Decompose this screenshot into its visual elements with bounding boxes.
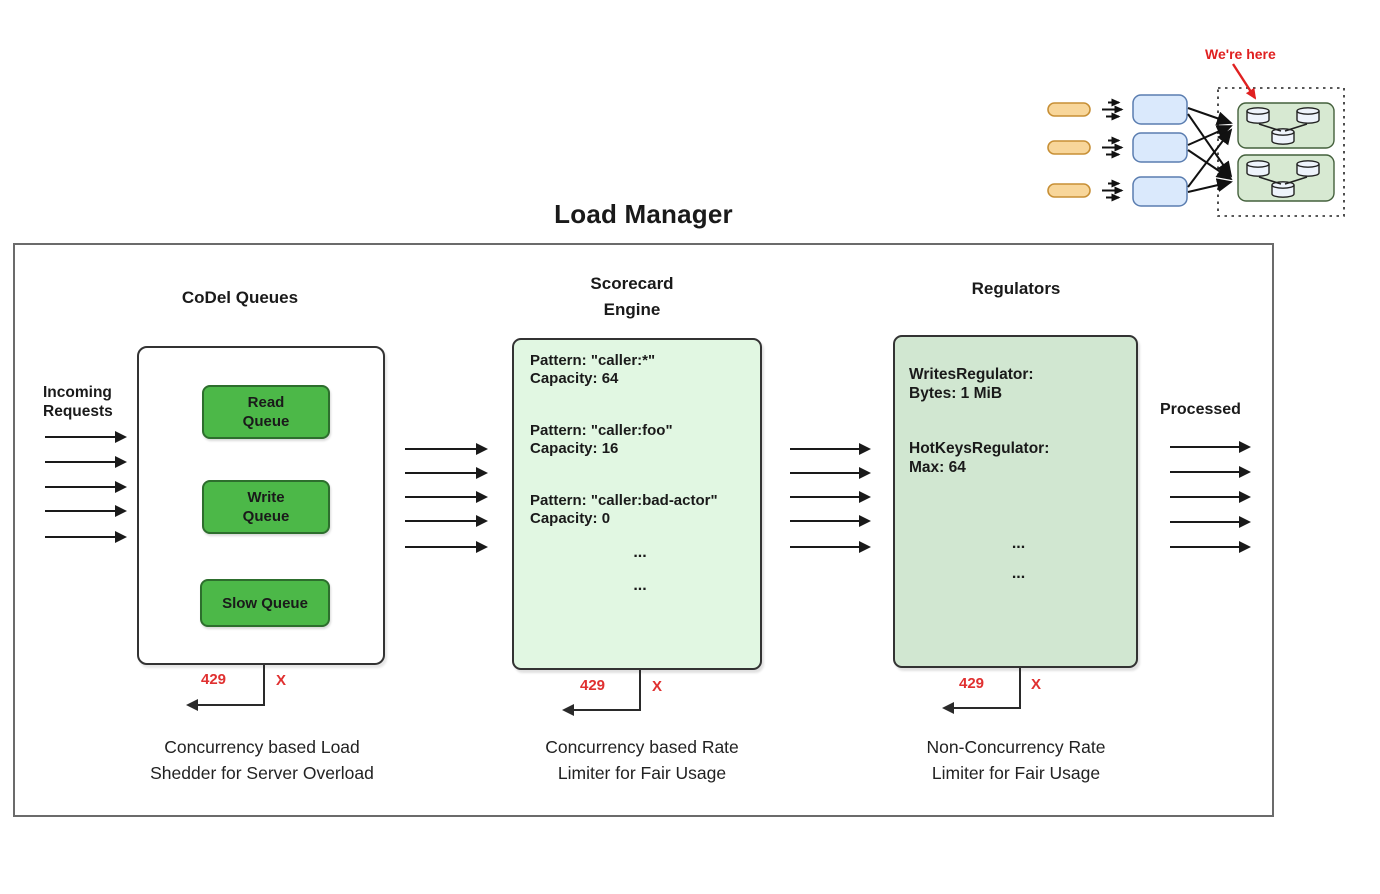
incoming-arrow xyxy=(45,481,127,493)
storage-node-box xyxy=(1237,154,1335,202)
scorecard-capacity: Capacity: 16 xyxy=(530,440,619,457)
reject-429-label: 429 xyxy=(959,675,985,692)
scorecard-capacity: Capacity: 64 xyxy=(530,370,619,387)
storage-node-box xyxy=(1237,102,1335,149)
regulator-entry: HotKeysRegulator: Max: 64 xyxy=(909,439,1128,477)
reject-line xyxy=(639,670,641,711)
slow-queue-box: Slow Queue xyxy=(200,579,330,627)
regulator-value: Bytes: 1 MiB xyxy=(909,385,1003,402)
scorecard-entry: Pattern: "caller:*" Capacity: 64 xyxy=(530,352,750,388)
regulators-header: Regulators xyxy=(971,279,1061,298)
scorecard-engine-box: Pattern: "caller:*" Capacity: 64 Pattern… xyxy=(512,338,762,670)
reject-arrow xyxy=(186,699,265,711)
regulator-name: WritesRegulator: xyxy=(909,366,1034,383)
flow-arrow xyxy=(790,491,871,503)
flow-arrow xyxy=(790,467,871,479)
db-cylinder-icon xyxy=(1296,107,1320,124)
flow-arrow xyxy=(405,515,488,527)
scorecard-engine-header: Scorecard Engine xyxy=(590,274,674,319)
scorecard-pattern: Pattern: "caller:*" xyxy=(530,352,656,369)
db-cylinder-icon xyxy=(1246,107,1270,124)
read-queue-box: Read Queue xyxy=(202,385,330,439)
reject-429-label: 429 xyxy=(201,671,227,688)
server-box xyxy=(1132,94,1188,207)
incoming-arrow xyxy=(45,531,127,543)
regulator-entry: WritesRegulator: Bytes: 1 MiB xyxy=(909,365,1128,403)
ellipsis: ... xyxy=(633,577,647,594)
reject-429-label: 429 xyxy=(580,677,606,694)
db-cylinder-icon xyxy=(1246,160,1270,177)
scorecard-pattern: Pattern: "caller:foo" xyxy=(530,422,673,439)
codel-caption: Concurrency based Load Shedder for Serve… xyxy=(150,737,374,783)
scorecard-entry: Pattern: "caller:foo" Capacity: 16 xyxy=(530,422,750,458)
request-arrows-icon xyxy=(1102,98,1124,202)
reject-arrow xyxy=(942,702,1021,714)
flow-arrow xyxy=(790,443,871,455)
scorecard-caption: Concurrency based Rate Limiter for Fair … xyxy=(545,737,739,783)
db-cylinder-icon xyxy=(1296,160,1320,177)
flow-arrow xyxy=(790,541,871,553)
incoming-arrow xyxy=(45,505,127,517)
write-queue-box: Write Queue xyxy=(202,480,330,534)
flow-arrow xyxy=(405,541,488,553)
reject-line xyxy=(1019,668,1021,709)
flow-arrow xyxy=(790,515,871,527)
processed-arrow xyxy=(1170,441,1251,453)
incoming-arrow xyxy=(45,431,127,443)
regulator-name: HotKeysRegulator: xyxy=(909,440,1050,457)
ellipsis: ... xyxy=(1011,565,1026,582)
incoming-requests-label: Incoming Requests xyxy=(43,384,113,420)
scorecard-pattern: Pattern: "caller:bad-actor" xyxy=(530,492,718,509)
db-cylinder-icon xyxy=(1271,128,1295,145)
ellipsis: ... xyxy=(633,544,647,561)
regulators-box: WritesRegulator: Bytes: 1 MiB HotKeysReg… xyxy=(893,335,1138,668)
routing-arrows xyxy=(1187,107,1233,193)
architecture-inset-diagram xyxy=(1047,63,1345,217)
reject-arrow xyxy=(562,704,641,716)
were-here-arrow xyxy=(1231,63,1257,100)
reject-x-mark: X xyxy=(276,672,287,689)
reject-x-mark: X xyxy=(652,678,663,695)
scorecard-capacity: Capacity: 0 xyxy=(530,510,611,527)
processed-arrow xyxy=(1170,466,1251,478)
client-pill xyxy=(1047,102,1091,198)
reject-line xyxy=(263,665,265,706)
dotted-boundary xyxy=(1217,87,1345,217)
scorecard-entry: Pattern: "caller:bad-actor" Capacity: 0 xyxy=(530,492,750,528)
regulator-value: Max: 64 xyxy=(909,459,966,476)
codel-queues-box: Read Queue Write Queue Slow Queue xyxy=(137,346,385,665)
were-here-annotation: We're here xyxy=(1205,46,1276,62)
processed-arrow xyxy=(1170,516,1251,528)
reject-x-mark: X xyxy=(1031,676,1042,693)
processed-arrow xyxy=(1170,491,1251,503)
codel-queues-header: CoDel Queues xyxy=(181,288,299,307)
db-cylinder-icon xyxy=(1271,181,1295,198)
flow-arrow xyxy=(405,491,488,503)
page-title: Load Manager xyxy=(554,199,733,229)
processed-arrow xyxy=(1170,541,1251,553)
flow-arrow xyxy=(405,467,488,479)
incoming-arrow xyxy=(45,456,127,468)
regulators-caption: Non-Concurrency Rate Limiter for Fair Us… xyxy=(926,737,1106,783)
flow-arrow xyxy=(405,443,488,455)
processed-label: Processed xyxy=(1160,401,1241,418)
ellipsis: ... xyxy=(1011,535,1026,552)
